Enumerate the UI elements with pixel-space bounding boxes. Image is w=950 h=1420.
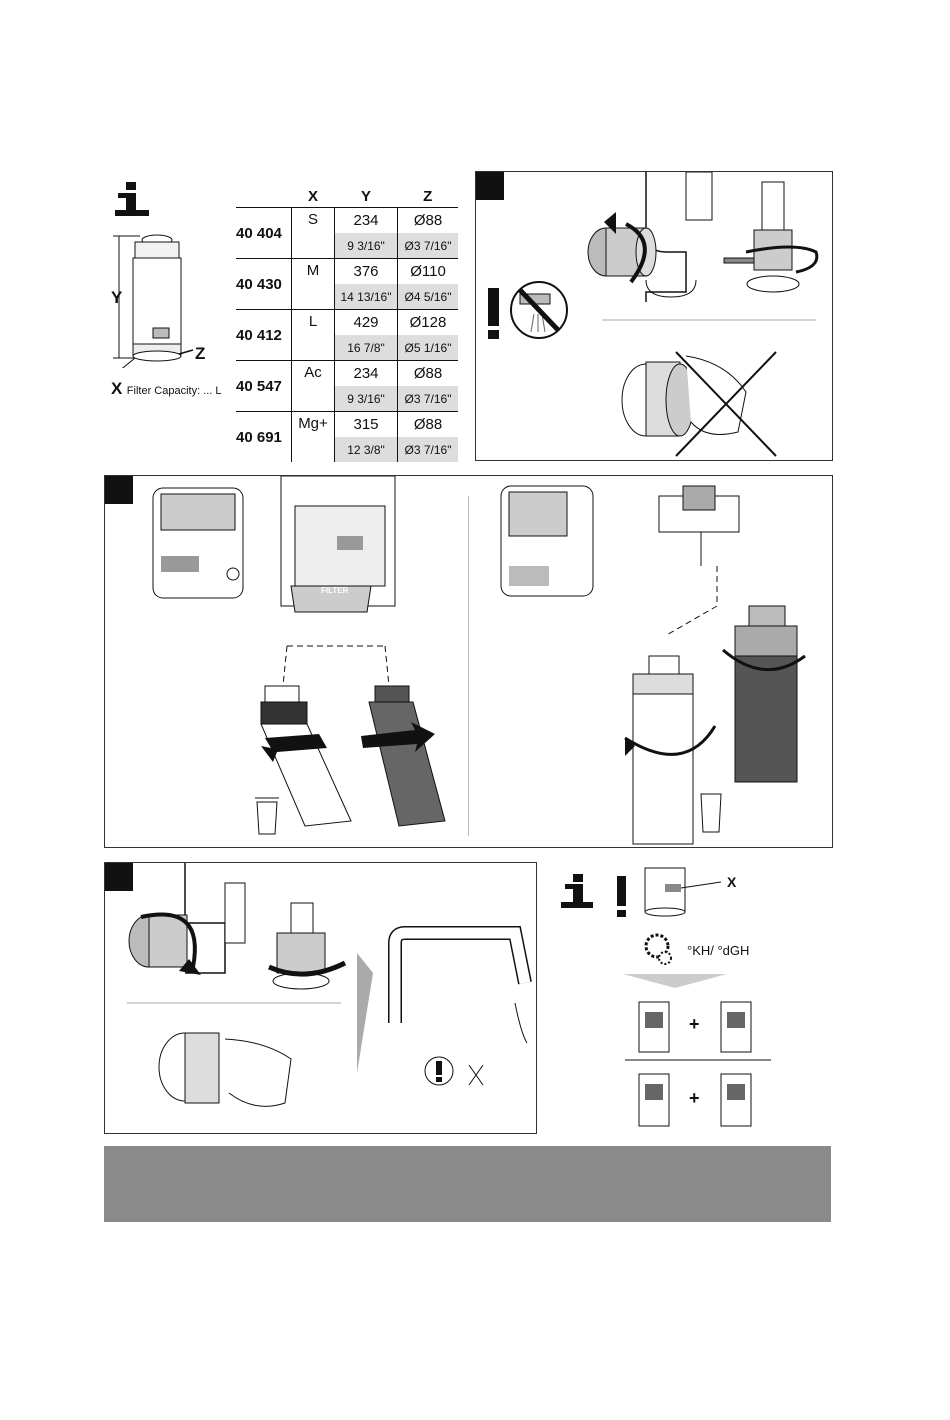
filter-spec-table: X Y Z 40 404 S 234 Ø88 9 3/16" Ø3 7/16" … xyxy=(236,185,458,462)
plus-sign-2: + xyxy=(689,1088,700,1109)
footer-band xyxy=(104,1146,831,1222)
filter-label: FILTER xyxy=(321,586,348,595)
water-hardness-text: °KH/ °dGH xyxy=(687,943,749,958)
dim-label-z: Z xyxy=(195,344,205,364)
filter-capacity-note: X Filter Capacity: ... L xyxy=(111,379,222,399)
dim-label-y: Y xyxy=(111,288,122,308)
table-header-code xyxy=(236,185,292,208)
table-row: 40 412 L 429 Ø128 xyxy=(236,310,458,336)
table-row: 40 404 S 234 Ø88 xyxy=(236,208,458,234)
table-row: 40 430 M 376 Ø110 xyxy=(236,259,458,285)
filter-capacity-text: Filter Capacity: ... L xyxy=(127,385,222,397)
dim-label-x: X xyxy=(111,379,122,398)
table-header-z: Z xyxy=(398,185,459,208)
step-panel-close-tap xyxy=(475,171,833,461)
table-row: 40 547 Ac 234 Ø88 xyxy=(236,361,458,387)
plus-sign-1: + xyxy=(689,1014,700,1035)
step-panel-replace-filter: FILTER xyxy=(104,475,833,848)
table-header-y: Y xyxy=(335,185,398,208)
table-header-x: X xyxy=(292,185,335,208)
close-tap-illustration xyxy=(476,172,832,460)
step-panel-open-tap xyxy=(104,862,537,1134)
filter-replace-illustration xyxy=(105,476,832,847)
cartridge-x-label: X xyxy=(727,874,736,890)
open-tap-illustration xyxy=(105,863,536,1133)
info-icon xyxy=(113,182,151,216)
table-row: 40 691 Mg+ 315 Ø88 xyxy=(236,412,458,438)
step-panel-water-hardness: X °KH/ °dGH + + xyxy=(553,862,831,1132)
